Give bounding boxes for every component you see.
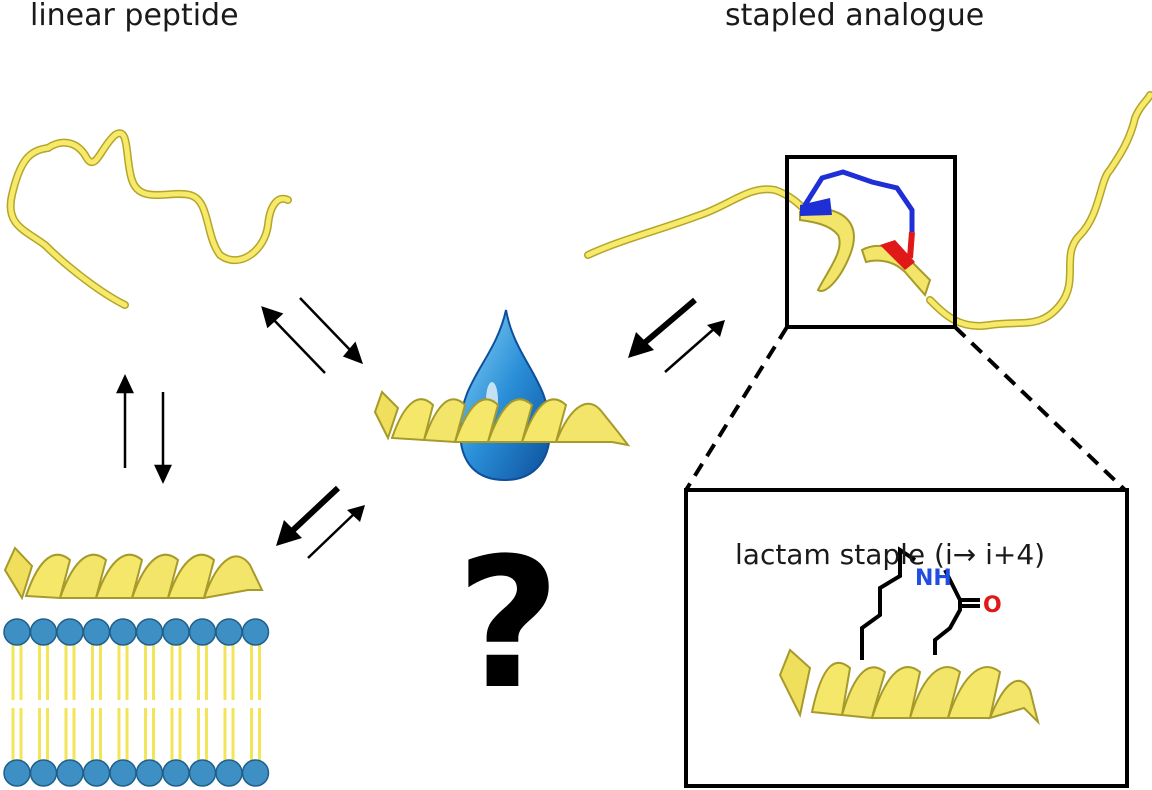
lipid-head (215, 618, 243, 646)
lactam-helix (778, 648, 1040, 726)
lipid-head (188, 618, 217, 646)
lipid-head (241, 618, 270, 646)
o-label: O (983, 593, 1002, 618)
staple-helix-turn (799, 208, 855, 292)
lipid-head (29, 759, 58, 787)
question-mark: ? (456, 520, 561, 729)
central-helix (373, 390, 631, 447)
lipid-head (3, 759, 31, 787)
lipid-head (29, 618, 58, 646)
lipid-head (135, 618, 164, 646)
stapled-analogue-title: stapled analogue (725, 0, 985, 33)
lipid-head (82, 759, 111, 787)
lactam-chain-right (933, 600, 962, 655)
lipid-head (241, 759, 270, 787)
lactam-staple-box (684, 488, 1129, 788)
lipid-bilayer (3, 618, 270, 787)
lactam-chain (860, 546, 917, 660)
equilibrium-arrows-right (628, 297, 725, 373)
lipid-head (109, 618, 137, 646)
lipid-head (215, 759, 243, 787)
nh-label: NH (915, 566, 952, 591)
lipid-head (109, 759, 137, 787)
lipid-head (162, 759, 190, 787)
equilibrium-arrows-top-left (261, 297, 364, 374)
water-drop-icon (458, 309, 552, 482)
lipid-head (56, 618, 84, 646)
linear-peptide-title: linear peptide (30, 0, 239, 33)
linear-peptide-coil (6, 129, 292, 309)
lipid-head (82, 618, 111, 646)
equilibrium-arrows-bottom-left (276, 485, 365, 559)
lipid-head (188, 759, 217, 787)
lipid-head (162, 618, 190, 646)
equilibrium-arrows-vertical (116, 374, 172, 484)
staple-blue-bond (802, 169, 915, 232)
zoom-dash-left (684, 325, 789, 492)
staple-detail-box (785, 155, 957, 329)
zoom-dash-right (953, 325, 1127, 492)
lactam-staple-caption: lactam staple (i→ i+4) (735, 538, 1046, 571)
membrane-helix (3, 546, 264, 601)
lipid-head (3, 618, 31, 646)
staple-red-bond (907, 231, 915, 259)
lipid-head (56, 759, 84, 787)
lipid-head (135, 759, 164, 787)
